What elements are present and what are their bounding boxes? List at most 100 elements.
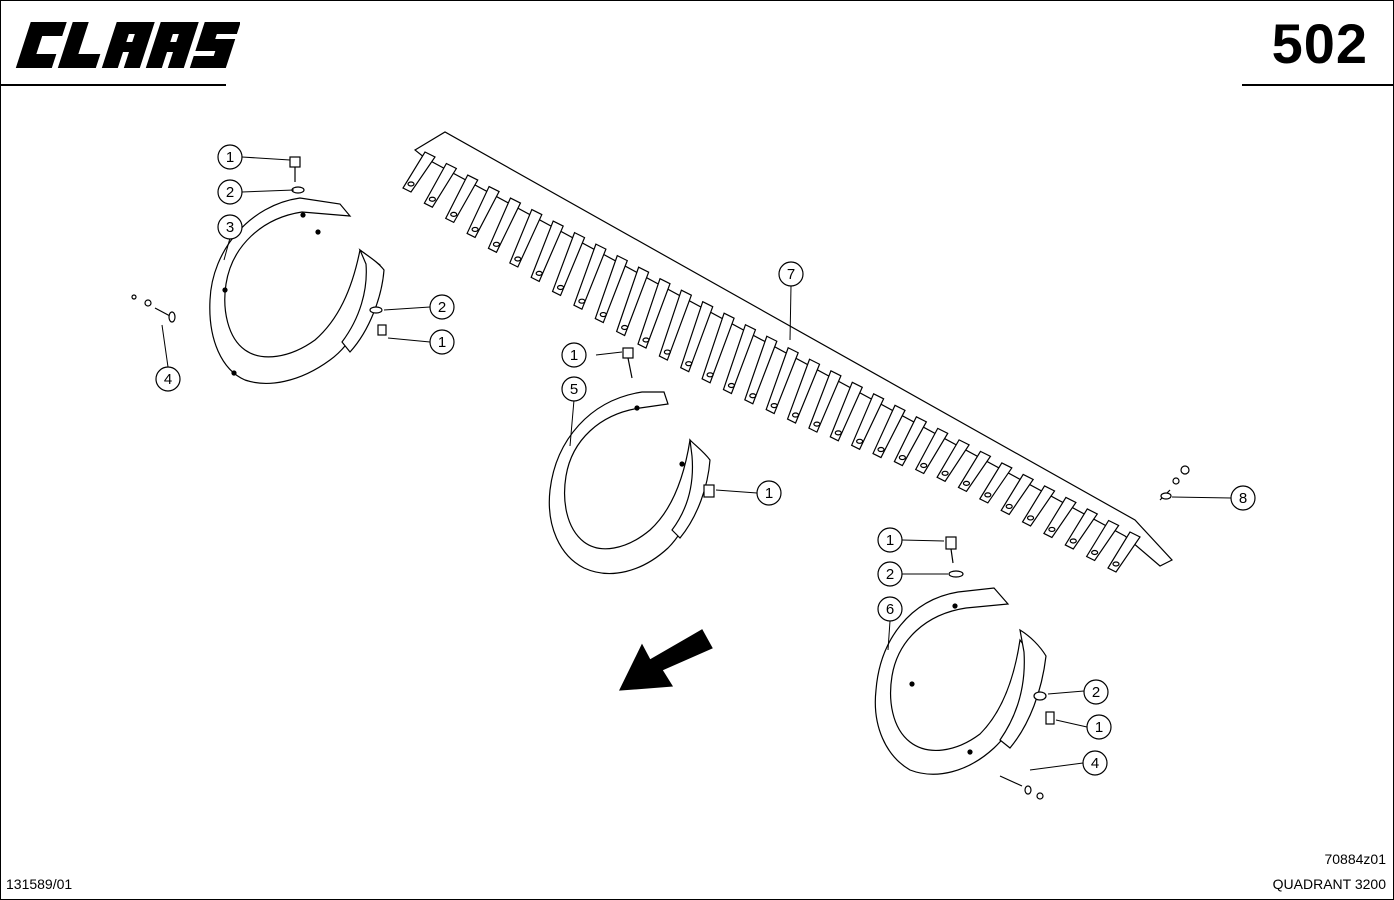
svg-text:2: 2 xyxy=(1092,684,1100,701)
guide-tine xyxy=(402,151,436,193)
guide-tine xyxy=(744,335,778,405)
callout-2-left-side: 2 xyxy=(429,294,455,320)
guide-tine xyxy=(1021,485,1056,527)
tine-hole xyxy=(813,421,821,427)
svg-text:7: 7 xyxy=(787,266,795,283)
guide-bracket-part-3 xyxy=(209,197,385,384)
tine-hole xyxy=(941,470,949,476)
tine-hole xyxy=(1026,515,1035,521)
guide-tine xyxy=(444,174,479,224)
tine-hole xyxy=(770,402,778,409)
guide-tine xyxy=(487,197,522,254)
tine-hole xyxy=(877,446,885,453)
fasteners xyxy=(131,156,1190,800)
callout-1-bottom-right-top: 1 xyxy=(877,527,903,553)
document-number: 131589/01 xyxy=(6,876,73,892)
guide-tine xyxy=(722,323,757,395)
guide-tine xyxy=(1085,519,1120,562)
callout-1-middle-top: 1 xyxy=(561,342,587,368)
tine-hole xyxy=(514,256,522,262)
callout-1-top-left: 1 xyxy=(217,144,243,170)
tine-hole xyxy=(535,270,543,276)
tine-hole xyxy=(920,462,928,469)
guide-tine xyxy=(1000,473,1035,516)
guide-tine xyxy=(957,450,992,493)
svg-text:2: 2 xyxy=(438,299,446,316)
tine-hole xyxy=(578,298,586,304)
callout-7: 7 xyxy=(778,261,804,287)
tine-hole xyxy=(984,492,992,498)
header-rule-right xyxy=(1242,84,1393,86)
guide-tine xyxy=(850,392,885,451)
tine-hole xyxy=(1048,526,1056,533)
tine-hole xyxy=(749,393,757,399)
callout-4-bottom-right: 4 xyxy=(1082,750,1108,776)
guide-tine xyxy=(786,358,821,424)
tine-hole xyxy=(1091,549,1099,556)
tine-hole xyxy=(706,372,714,378)
guide-tine xyxy=(872,404,906,459)
guide-tine xyxy=(765,346,799,415)
guide-tine xyxy=(509,208,543,268)
guide-tine xyxy=(1107,531,1141,573)
tine-hole xyxy=(663,349,671,355)
guide-tine xyxy=(978,462,1013,504)
tine-hole xyxy=(621,324,629,331)
callout-5: 5 xyxy=(561,376,587,402)
guide-bracket-part-5 xyxy=(548,391,711,575)
callout-3: 3 xyxy=(217,214,243,240)
guide-tine xyxy=(658,289,693,361)
callout-1-bottom-right-side: 1 xyxy=(1086,714,1112,740)
header-rule-left xyxy=(0,84,226,86)
guide-tine xyxy=(594,254,629,324)
tine-hole xyxy=(1069,538,1077,544)
guide-tine xyxy=(679,300,714,373)
svg-text:8: 8 xyxy=(1239,490,1247,507)
guide-tine xyxy=(423,162,458,208)
tine-hole xyxy=(428,196,436,202)
figure-number: 70884z01 xyxy=(1324,851,1386,867)
svg-text:3: 3 xyxy=(226,219,234,236)
svg-text:1: 1 xyxy=(438,334,446,351)
svg-text:1: 1 xyxy=(1095,719,1103,736)
guide-tine xyxy=(936,439,970,483)
guide-tine xyxy=(701,312,735,384)
svg-text:4: 4 xyxy=(1091,755,1099,772)
page-number: 502 xyxy=(1271,12,1368,75)
tine-hole xyxy=(1005,503,1013,510)
svg-text:1: 1 xyxy=(226,149,234,166)
callout-bubbles: 1 2 3 2 1 4 1 5 1 7 8 1 2 6 2 1 4 xyxy=(155,144,1256,776)
guide-tine xyxy=(551,231,586,297)
tine-hole xyxy=(856,438,864,444)
tine-hole xyxy=(556,284,565,291)
guide-tine xyxy=(637,277,671,349)
svg-text:1: 1 xyxy=(886,532,894,549)
svg-text:5: 5 xyxy=(570,381,578,398)
svg-text:1: 1 xyxy=(765,485,773,502)
guide-tine xyxy=(615,266,650,337)
callout-2-top-left: 2 xyxy=(217,179,243,205)
svg-text:6: 6 xyxy=(886,601,894,618)
leader-lines xyxy=(161,156,1232,771)
tine-hole xyxy=(599,311,607,318)
guide-tine xyxy=(914,427,949,475)
guide-bracket-part-6 xyxy=(874,587,1047,775)
callout-1-left-side: 1 xyxy=(429,329,455,355)
tine-hole xyxy=(962,480,971,486)
tine-hole xyxy=(1112,561,1120,567)
tine-hole xyxy=(685,361,693,367)
tine-hole xyxy=(834,430,842,436)
tine-hole xyxy=(642,337,650,343)
guide-tine xyxy=(893,416,928,467)
guide-tine xyxy=(530,220,564,283)
claas-logo xyxy=(15,22,240,68)
tine-hole xyxy=(450,211,458,217)
guide-tine xyxy=(829,381,864,442)
svg-text:4: 4 xyxy=(164,371,172,388)
guide-tine xyxy=(573,243,607,311)
svg-text:2: 2 xyxy=(886,566,894,583)
callout-2-bottom-right-top: 2 xyxy=(877,561,903,587)
guide-tine xyxy=(466,185,500,239)
svg-text:2: 2 xyxy=(226,184,234,201)
